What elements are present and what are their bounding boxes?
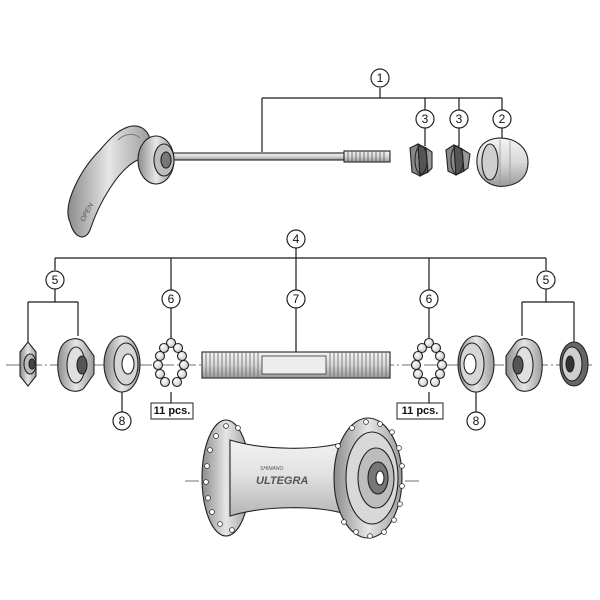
cone-left [57,338,95,392]
spring-left [409,143,433,177]
hub-axle [201,351,391,379]
callout-6-right-label: 6 [426,292,433,306]
callout-7: 7 [286,289,306,309]
spring-right [445,144,471,176]
spoke-holes-right [335,419,405,539]
bearing-balls-left [152,337,190,388]
callout-6-left: 6 [161,289,181,309]
dust-seal-left [103,335,141,393]
hub-axle-assembly [19,335,589,393]
skewer-rod [159,150,391,163]
ball-quantity-left: 11 pcs. [150,402,194,420]
ball-quantity-left-label: 11 pcs. [154,405,191,417]
callout-5-right: 5 [536,270,556,290]
callout-8-left: 8 [112,411,132,431]
callout-7-label: 7 [293,292,300,306]
callout-5-left: 5 [45,270,65,290]
quick-release-assembly: OPEN [67,125,529,238]
callout-3-left: 3 [415,109,435,129]
ball-quantity-right-label: 11 pcs. [402,405,439,417]
cam-head [137,135,175,185]
hub-brand-label: ULTEGRA [256,475,308,487]
callout-3-left-label: 3 [422,112,429,126]
cone-right [505,338,543,392]
leader-lines [27,88,575,412]
callout-4-label: 4 [293,232,300,246]
lever-body: OPEN [67,125,151,238]
callout-1-label: 1 [377,71,384,85]
callout-1: 1 [370,68,390,88]
dust-seal-right [457,335,495,393]
callout-3-right: 3 [449,109,469,129]
lock-nut-left [19,341,37,387]
hub-shell: SHIMANO ULTEGRA [201,417,405,539]
callout-2-label: 2 [499,112,506,126]
hub-brand-small: SHIMANO [260,466,283,472]
callout-6-left-label: 6 [168,292,175,306]
callout-8-right: 8 [466,411,486,431]
callout-5-left-label: 5 [52,273,59,287]
adjusting-nut [476,137,529,187]
ball-quantity-right: 11 pcs. [396,402,444,420]
callout-8-left-label: 8 [119,414,126,428]
callout-5-right-label: 5 [543,273,550,287]
lock-nut-right [559,341,589,387]
callout-4: 4 [286,229,306,249]
spoke-holes-left [203,423,241,533]
bearing-balls-right [410,337,448,388]
callout-6-right: 6 [419,289,439,309]
callout-3-right-label: 3 [456,112,463,126]
callout-8-right-label: 8 [473,414,480,428]
callout-2: 2 [492,109,512,129]
